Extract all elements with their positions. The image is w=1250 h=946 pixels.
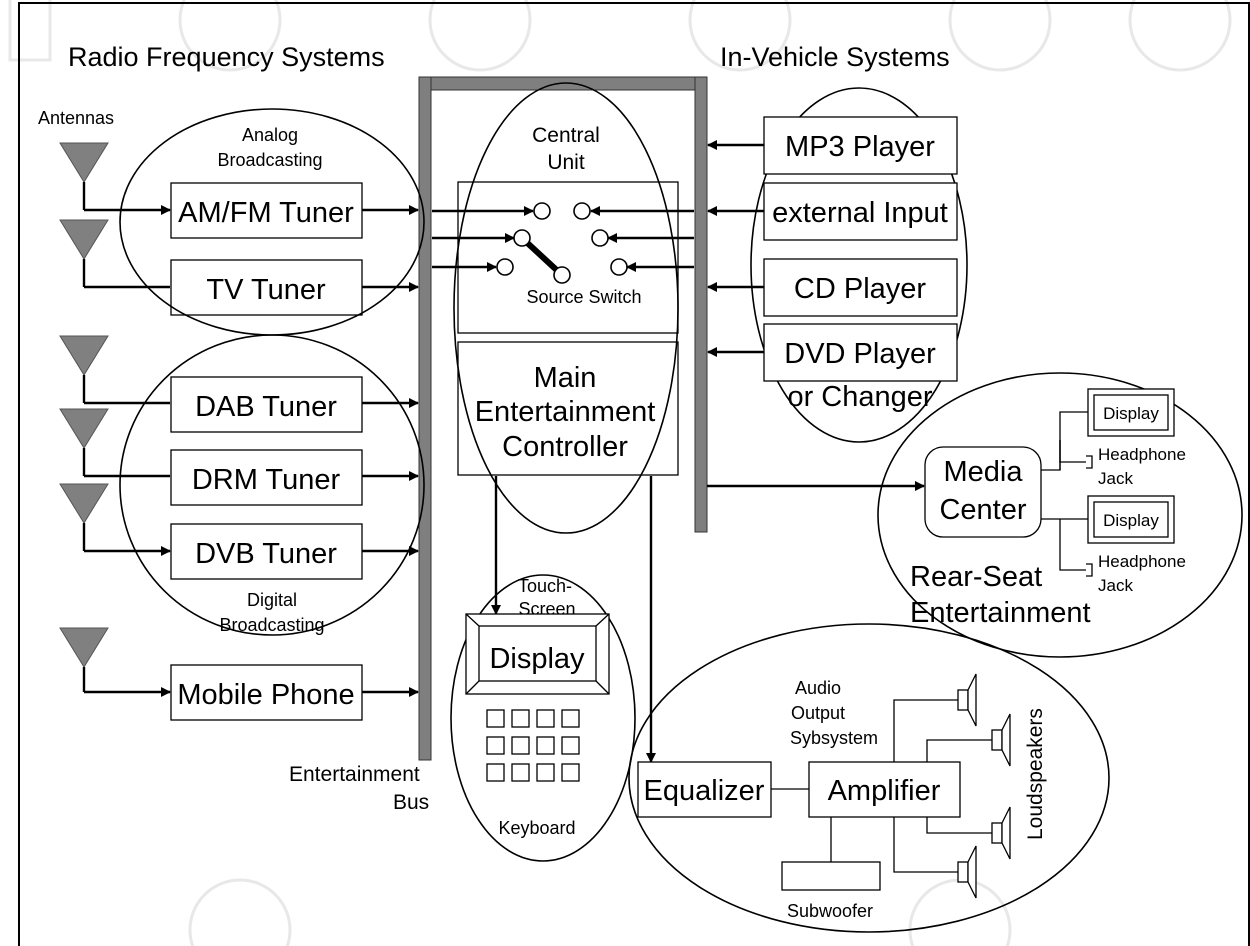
bus-label-2: Bus bbox=[393, 791, 429, 814]
rear-wiring bbox=[1041, 411, 1093, 577]
tv-tuner: TV Tuner bbox=[206, 274, 326, 306]
antennas-label: Antennas bbox=[38, 108, 114, 128]
loudspeaker-icon bbox=[957, 845, 977, 899]
touchscreen-display bbox=[465, 613, 610, 695]
headphone-jack-2-label-1: Headphone bbox=[1098, 552, 1186, 571]
touchscreen-display-label: Display bbox=[489, 643, 585, 675]
media-center-label-1: Media bbox=[944, 456, 1024, 488]
media-center-label-2: Center bbox=[939, 494, 1026, 526]
rear-display-1-label: Display bbox=[1103, 404, 1159, 423]
headphone-jack-2-label-2: Jack bbox=[1098, 576, 1133, 595]
dab-tuner: DAB Tuner bbox=[195, 391, 337, 423]
analog-label-2: Broadcasting bbox=[217, 150, 322, 170]
main-controller-label-3: Controller bbox=[502, 431, 628, 463]
analog-label-1: Analog bbox=[242, 125, 298, 145]
mobile-phone: Mobile Phone bbox=[177, 679, 354, 711]
dvd-player-label-1: DVD Player bbox=[784, 338, 936, 370]
main-controller-box bbox=[457, 341, 679, 476]
page-border bbox=[18, 2, 1250, 946]
dvb-tuner: DVB Tuner bbox=[195, 538, 337, 570]
rear-seat-label-1: Rear-Seat bbox=[910, 561, 1042, 593]
amfm-tuner: AM/FM Tuner bbox=[178, 197, 354, 229]
central-unit-label-2: Unit bbox=[547, 151, 585, 174]
digital-broadcasting-group bbox=[119, 334, 425, 636]
audio-label-1: Audio bbox=[795, 678, 841, 698]
antenna-icon bbox=[59, 408, 109, 476]
heading-in-vehicle-systems: In-Vehicle Systems bbox=[720, 42, 950, 72]
central-unit-label-1: Central bbox=[532, 124, 600, 147]
loudspeaker-icon bbox=[991, 713, 1011, 767]
external-input: external Input bbox=[772, 197, 948, 229]
in-vehicle-group bbox=[750, 87, 968, 443]
touchscreen-label-1: Touch- bbox=[518, 576, 572, 596]
digital-label-1: Digital bbox=[247, 590, 297, 610]
entertainment-bus bbox=[418, 76, 708, 761]
bus-label-1: Entertainment bbox=[289, 763, 420, 786]
central-unit-group bbox=[453, 82, 679, 534]
antenna-icon bbox=[59, 627, 109, 692]
loudspeaker-icon bbox=[991, 806, 1011, 860]
equalizer: Equalizer bbox=[644, 775, 765, 807]
antenna-icon bbox=[59, 142, 109, 210]
source-switch-box bbox=[457, 181, 679, 334]
headphone-jack-1-label-2: Jack bbox=[1098, 469, 1133, 488]
mp3-player: MP3 Player bbox=[785, 131, 935, 163]
subwoofer-box bbox=[781, 861, 881, 891]
keyboard-label: Keyboard bbox=[498, 818, 575, 838]
main-controller-label-2: Entertainment bbox=[475, 396, 656, 428]
keypad bbox=[486, 709, 580, 782]
rear-seat-label-2: Entertainment bbox=[910, 597, 1091, 629]
heading-radio-systems: Radio Frequency Systems bbox=[68, 42, 385, 72]
digital-label-2: Broadcasting bbox=[219, 615, 324, 635]
cd-player: CD Player bbox=[794, 273, 926, 305]
antenna-icon bbox=[59, 483, 109, 551]
dvd-player-label-2: or Changer bbox=[787, 381, 932, 413]
antenna-icon bbox=[59, 219, 109, 287]
audio-output-group bbox=[628, 623, 1110, 933]
subwoofer-label: Subwoofer bbox=[787, 901, 873, 921]
amplifier: Amplifier bbox=[828, 775, 941, 807]
audio-label-3: Sybsystem bbox=[790, 728, 878, 748]
media-center-box bbox=[924, 446, 1042, 538]
main-controller-label-1: Main bbox=[534, 362, 597, 394]
rear-display-2-label: Display bbox=[1103, 511, 1159, 530]
antenna-icon bbox=[59, 335, 109, 403]
speaker-wiring bbox=[893, 699, 992, 873]
source-switch-label: Source Switch bbox=[526, 287, 641, 307]
headphone-jack-1-label-1: Headphone bbox=[1098, 445, 1186, 464]
drm-tuner: DRM Tuner bbox=[192, 464, 341, 496]
rear-display-2 bbox=[1087, 495, 1175, 544]
loudspeaker-icon bbox=[957, 673, 977, 727]
audio-label-2: Output bbox=[791, 703, 845, 723]
rear-display-1 bbox=[1087, 388, 1175, 437]
loudspeakers-label: Loudspeakers bbox=[1024, 708, 1047, 840]
touchscreen-group bbox=[450, 574, 636, 862]
watermark bbox=[8, 0, 1232, 946]
rear-seat-group bbox=[877, 372, 1243, 658]
